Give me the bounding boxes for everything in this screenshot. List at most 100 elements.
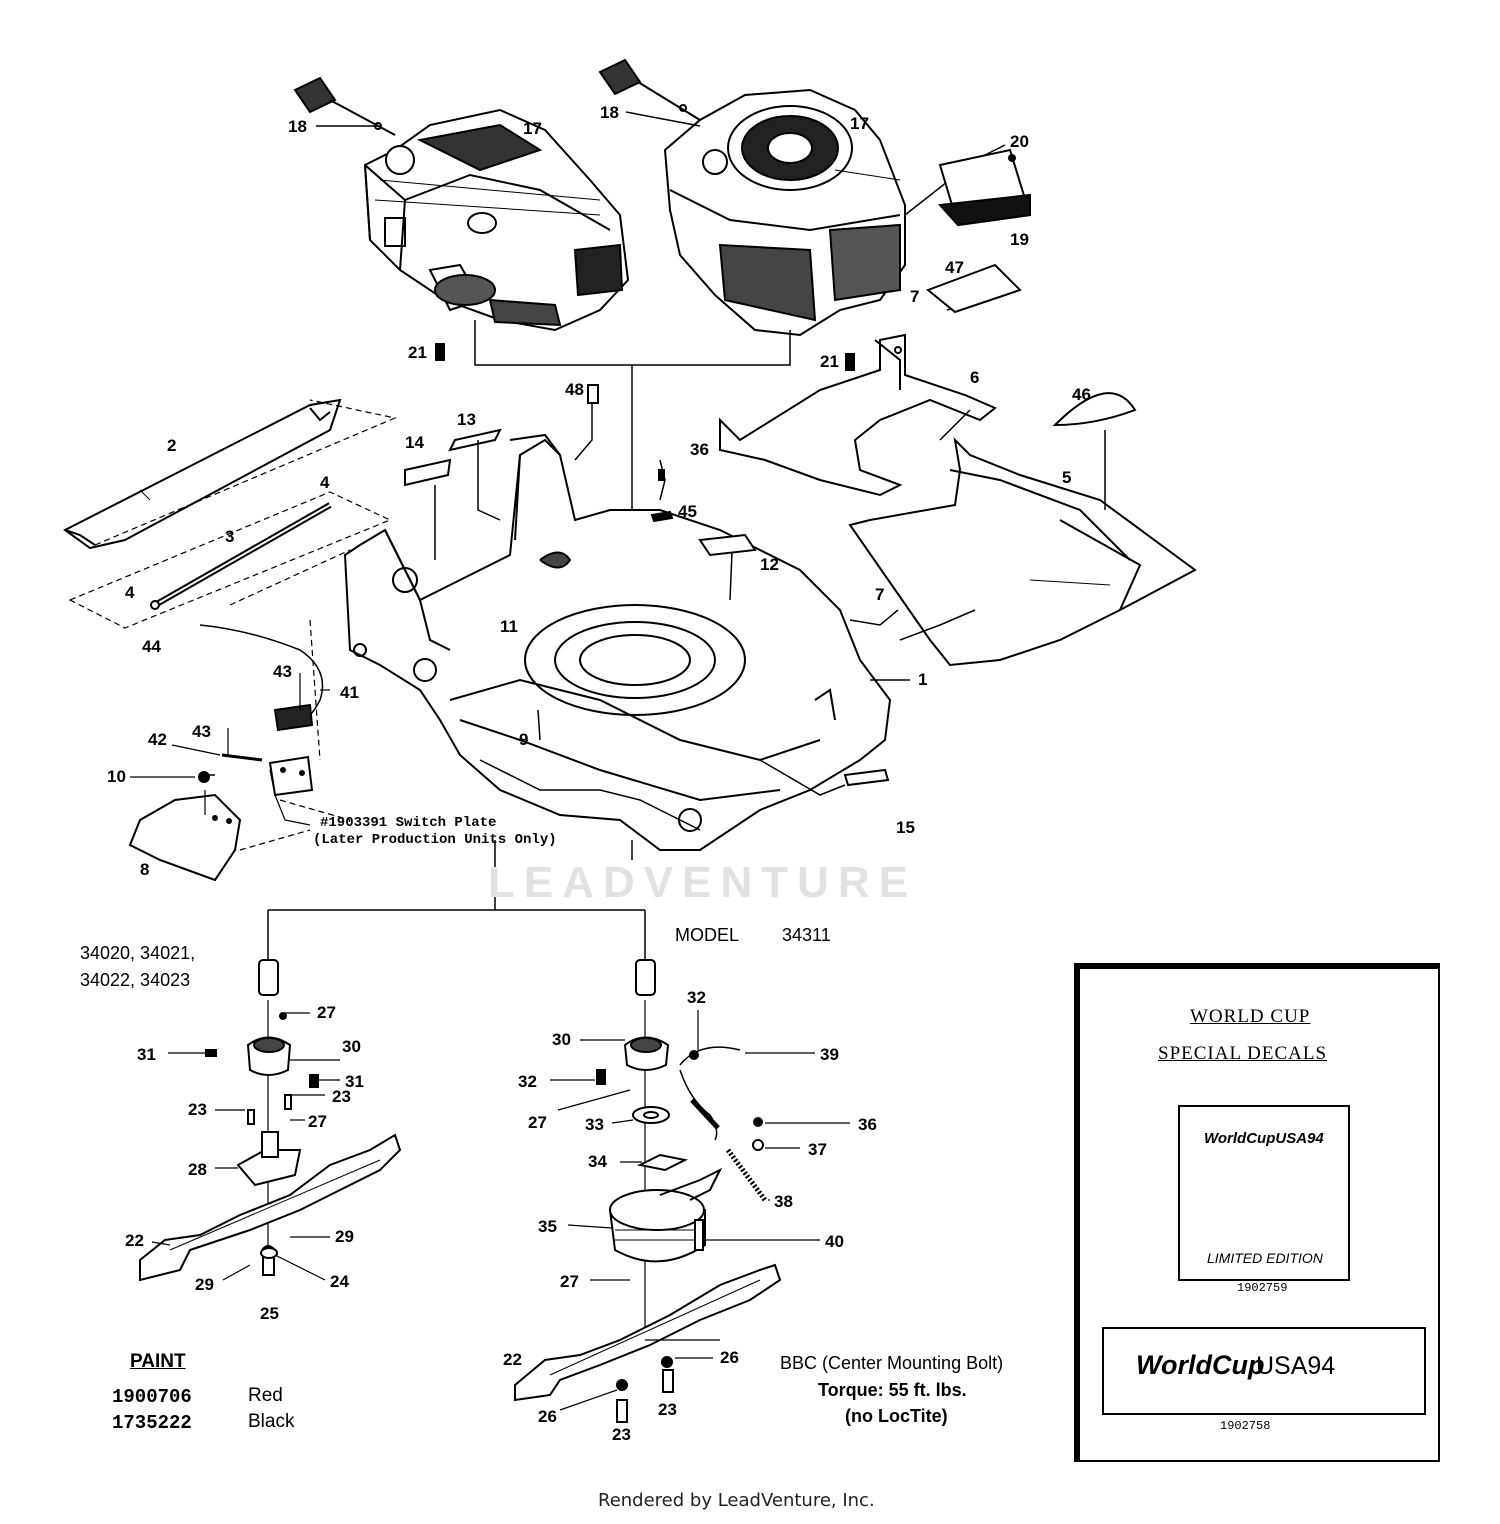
decal-card-banner [1102, 1327, 1426, 1415]
callout-27-right-a: 27 [528, 1113, 547, 1132]
callout-29-left-a: 29 [335, 1227, 354, 1246]
callout-22-left: 22 [125, 1231, 144, 1250]
callout-48: 48 [565, 380, 584, 399]
callout-17-left: 17 [523, 119, 542, 138]
callout-34: 34 [588, 1152, 607, 1171]
callout-35: 35 [538, 1217, 557, 1236]
callout-21-right: 21 [820, 352, 839, 371]
part-1-deck [343, 433, 892, 851]
callout-21-left: 21 [408, 343, 427, 362]
callout-10: 10 [107, 767, 126, 786]
callout-13: 13 [457, 410, 476, 429]
models-left-line1: 34020, 34021, [80, 943, 196, 963]
callout-36-bottom: 36 [858, 1115, 877, 1134]
callout-4-bottom: 4 [125, 583, 135, 602]
part-5-chute [848, 437, 1197, 667]
callout-3: 3 [225, 527, 235, 546]
bbc-note-line3: (no LocTite) [845, 1406, 948, 1426]
watermark: LEADVENTURE [488, 858, 918, 907]
callout-36-top: 36 [690, 440, 709, 459]
callout-11: 11 [500, 617, 518, 636]
callout-44: 44 [142, 637, 161, 656]
callout-17-right: 17 [850, 114, 869, 133]
callout-32-right-a: 32 [687, 988, 706, 1007]
part-2-bracket [63, 398, 342, 550]
decals-title-2: SPECIAL DECALS [1158, 1043, 1328, 1064]
callout-18-left: 18 [288, 117, 307, 136]
decal-card2-brand-b: USA94 [1256, 1352, 1336, 1380]
paint-number-2: 1735222 [112, 1412, 192, 1434]
switch-group [128, 624, 324, 882]
callout-43-top: 43 [273, 662, 292, 681]
callout-18-right: 18 [600, 103, 619, 122]
decal-card1-part: 1902759 [1237, 1281, 1288, 1295]
callout-31-left-a: 31 [137, 1045, 156, 1064]
callout-46: 46 [1072, 385, 1091, 404]
callout-7-top: 7 [910, 287, 920, 306]
callout-6: 6 [970, 368, 980, 387]
switch-plate-note-line2: (Later Production Units Only) [313, 832, 557, 848]
callout-43-bottom: 43 [192, 722, 211, 741]
callout-41: 41 [340, 683, 359, 702]
callout-19: 19 [1010, 230, 1029, 249]
small-decals-top [404, 384, 890, 787]
part-6-cover [719, 333, 997, 497]
callout-30-right: 30 [552, 1030, 571, 1049]
gas-cap-right [598, 58, 701, 121]
decal-card1-brand: WorldCupUSA94 [1204, 1130, 1324, 1147]
callout-27-right-b: 27 [560, 1272, 579, 1291]
callout-28: 28 [188, 1160, 207, 1179]
part-3-rod [150, 502, 332, 610]
callout-20: 20 [1010, 132, 1029, 151]
callout-25: 25 [260, 1304, 279, 1323]
decal-card1-edition: LIMITED EDITION [1207, 1250, 1323, 1266]
callout-27-left-b: 27 [308, 1112, 327, 1131]
callout-31-left-b: 31 [345, 1072, 364, 1091]
right-blade-leaders [550, 1010, 850, 1411]
paint-color-1: Red [248, 1385, 283, 1406]
callout-23-right-b: 23 [612, 1425, 631, 1444]
model-right-label: MODEL [675, 925, 740, 945]
engine-right [663, 88, 906, 337]
switch-plate-note-line1: #1903391 Switch Plate [320, 815, 497, 831]
callout-14: 14 [405, 433, 424, 452]
blade-connector-lines [267, 840, 646, 960]
callout-8: 8 [140, 860, 150, 879]
callout-23-left-b: 23 [332, 1087, 351, 1106]
callout-12: 12 [760, 555, 779, 574]
callout-47: 47 [945, 258, 964, 277]
decal-card2-part: 1902758 [1220, 1419, 1271, 1433]
callout-26-right-a: 26 [720, 1348, 739, 1367]
part-46-decal [1052, 392, 1137, 427]
decal-card2-brand-a: WorldCup [1136, 1350, 1265, 1380]
callout-30-left: 30 [342, 1037, 361, 1056]
callout-5: 5 [1062, 468, 1072, 487]
callout-1: 1 [918, 670, 928, 689]
callout-40: 40 [825, 1232, 844, 1251]
callout-26-right-b: 26 [538, 1407, 557, 1426]
left-blade-assembly [139, 959, 402, 1282]
callout-23-left-a: 23 [188, 1100, 207, 1119]
callout-32-right-b: 32 [518, 1072, 537, 1091]
bbc-note-line2: Torque: 55 ft. lbs. [818, 1380, 967, 1400]
callout-42: 42 [148, 730, 167, 749]
decal-card-limited [1178, 1105, 1350, 1281]
callout-33: 33 [585, 1115, 604, 1134]
callout-27-left-a: 27 [317, 1003, 336, 1022]
callout-38: 38 [774, 1192, 793, 1211]
model-right-number: 34311 [782, 925, 831, 945]
worldcup-decals-panel [1074, 963, 1440, 1462]
footer-credit: Rendered by LeadVenture, Inc. [598, 1490, 875, 1511]
engine-left [363, 108, 630, 332]
deck-leader-lines [434, 403, 1106, 796]
callout-9: 9 [519, 730, 529, 749]
callout-45: 45 [678, 502, 697, 521]
callout-22-right: 22 [503, 1350, 522, 1369]
right-blade-assembly [514, 959, 782, 1423]
paint-heading: PAINT [130, 1351, 186, 1372]
callout-15: 15 [896, 818, 915, 837]
decal-pieces-right [926, 148, 1032, 314]
callout-29-left-b: 29 [195, 1275, 214, 1294]
callout-37: 37 [808, 1140, 827, 1159]
